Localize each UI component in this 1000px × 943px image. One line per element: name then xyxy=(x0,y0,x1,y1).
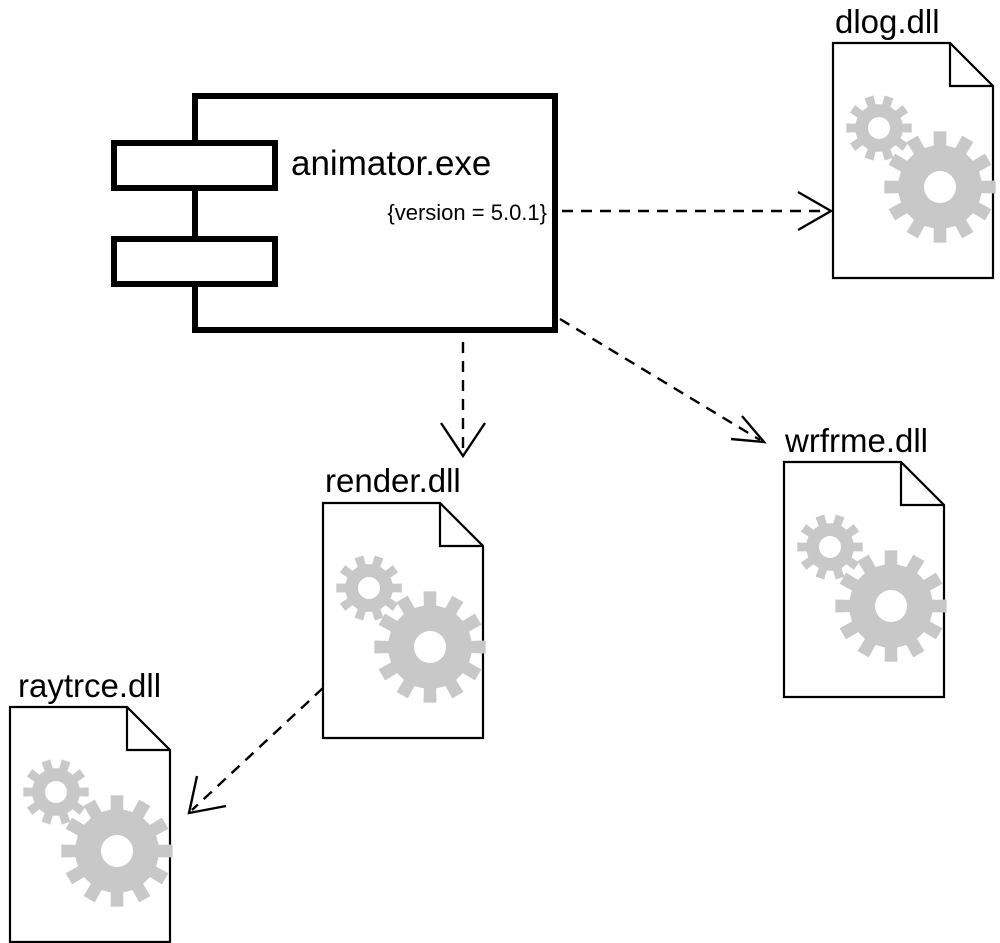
component-body xyxy=(192,93,558,333)
document-gears-icon xyxy=(782,460,947,699)
component-animator-exe[interactable]: animator.exe {version = 5.0.1} xyxy=(111,93,558,333)
document-gears-icon xyxy=(8,705,173,943)
document-gears-icon xyxy=(321,501,486,740)
large-gear-icon xyxy=(835,550,947,662)
large-gear-icon xyxy=(61,795,173,907)
dependency-to-dlog[interactable] xyxy=(562,190,834,232)
document-gears-icon xyxy=(831,41,996,280)
large-gear-icon xyxy=(884,131,996,243)
component-port-top-icon xyxy=(111,140,278,191)
component-port-bottom-icon xyxy=(111,236,278,287)
dependency-to-render[interactable] xyxy=(440,342,486,459)
document-fold xyxy=(438,503,483,548)
arrowhead-icon xyxy=(440,422,486,459)
dependency-line xyxy=(559,317,761,442)
dependency-line xyxy=(191,687,324,811)
small-gear-icon xyxy=(846,95,912,161)
dependency-render-to-raytrce[interactable] xyxy=(187,687,324,815)
artifact-wrfrme-dll[interactable]: wrfrme.dll xyxy=(782,422,947,699)
small-gear-icon xyxy=(797,514,863,580)
component-name: animator.exe xyxy=(291,144,491,183)
artifact-render-dll[interactable]: render.dll xyxy=(321,462,486,740)
arrowhead-icon xyxy=(797,190,834,232)
document-fold xyxy=(125,707,170,752)
document-fold xyxy=(948,43,993,88)
document-fold xyxy=(899,462,944,507)
artifact-dlog-dll[interactable]: dlog.dll xyxy=(831,3,996,280)
artifact-name: raytrce.dll xyxy=(18,667,161,704)
component-version-tag: {version = 5.0.1} xyxy=(387,200,547,225)
artifact-raytrce-dll[interactable]: raytrce.dll xyxy=(8,667,173,943)
arrowhead-icon xyxy=(730,415,767,444)
arrowhead-icon xyxy=(187,775,227,815)
large-gear-icon xyxy=(374,591,486,703)
artifact-name: dlog.dll xyxy=(835,3,940,40)
dependency-to-wrfrme[interactable] xyxy=(559,317,767,444)
small-gear-icon xyxy=(336,555,402,621)
artifact-name: render.dll xyxy=(325,462,461,499)
artifact-name: wrfrme.dll xyxy=(784,422,928,459)
small-gear-icon xyxy=(23,759,89,825)
